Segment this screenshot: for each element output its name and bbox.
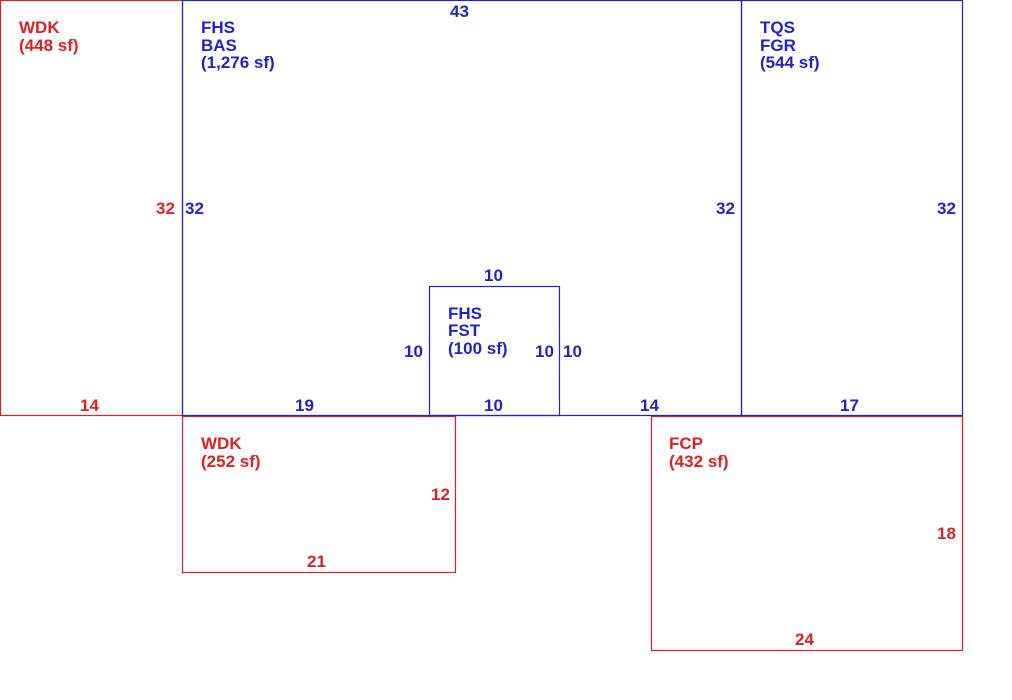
wdk-bottom-dim-right: 12 [431,485,450,504]
fhs-fst-dim-bottom: 10 [484,396,503,415]
wdk-bottom-code: WDK [201,434,242,453]
fhs-fst-code2: FST [448,321,481,340]
fhs-fst-area: (100 sf) [448,339,508,358]
wdk-left-area: (448 sf) [19,36,79,55]
tqs-fgr-dim-right: 32 [937,199,956,218]
wdk-left-dim-bottom: 14 [80,396,99,415]
fhs-fst-dim-right-outer: 10 [563,342,582,361]
fhs-fst-outline [428,285,561,417]
fhs-fst-dim-top: 10 [484,266,503,285]
wdk-left-dim-right: 32 [156,199,175,218]
fhs-fst-dim-left: 10 [404,342,423,361]
tqs-fgr-code2: FGR [760,36,796,55]
tqs-fgr-dim-bottom: 17 [840,396,859,415]
fhs-bas-dim-bottom-left: 19 [295,396,314,415]
fhs-bas-code2: BAS [201,36,237,55]
fcp-dim-bottom: 24 [795,630,814,649]
tqs-fgr-area: (544 sf) [760,53,820,72]
fhs-bas-dim-top: 43 [450,2,469,21]
fcp-code: FCP [669,434,703,453]
wdk-bottom-outline [181,415,457,574]
fhs-bas-dim-bottom-right: 14 [640,396,659,415]
wdk-left-code: WDK [19,18,60,37]
fhs-bas-dim-right: 32 [716,199,735,218]
fhs-fst-dim-right-inner: 10 [535,342,554,361]
fcp-dim-right: 18 [937,524,956,543]
fhs-fst-code1: FHS [448,304,482,323]
wdk-bottom-dim-bottom: 21 [307,552,326,571]
fhs-bas-code1: FHS [201,18,235,37]
tqs-fgr-code1: TQS [760,18,795,37]
tqs-fgr-outline [740,0,964,417]
fcp-outline [650,415,964,652]
fcp-area: (432 sf) [669,452,729,471]
fhs-bas-area: (1,276 sf) [201,53,275,72]
wdk-bottom-area: (252 sf) [201,452,261,471]
fhs-bas-dim-left: 32 [185,199,204,218]
